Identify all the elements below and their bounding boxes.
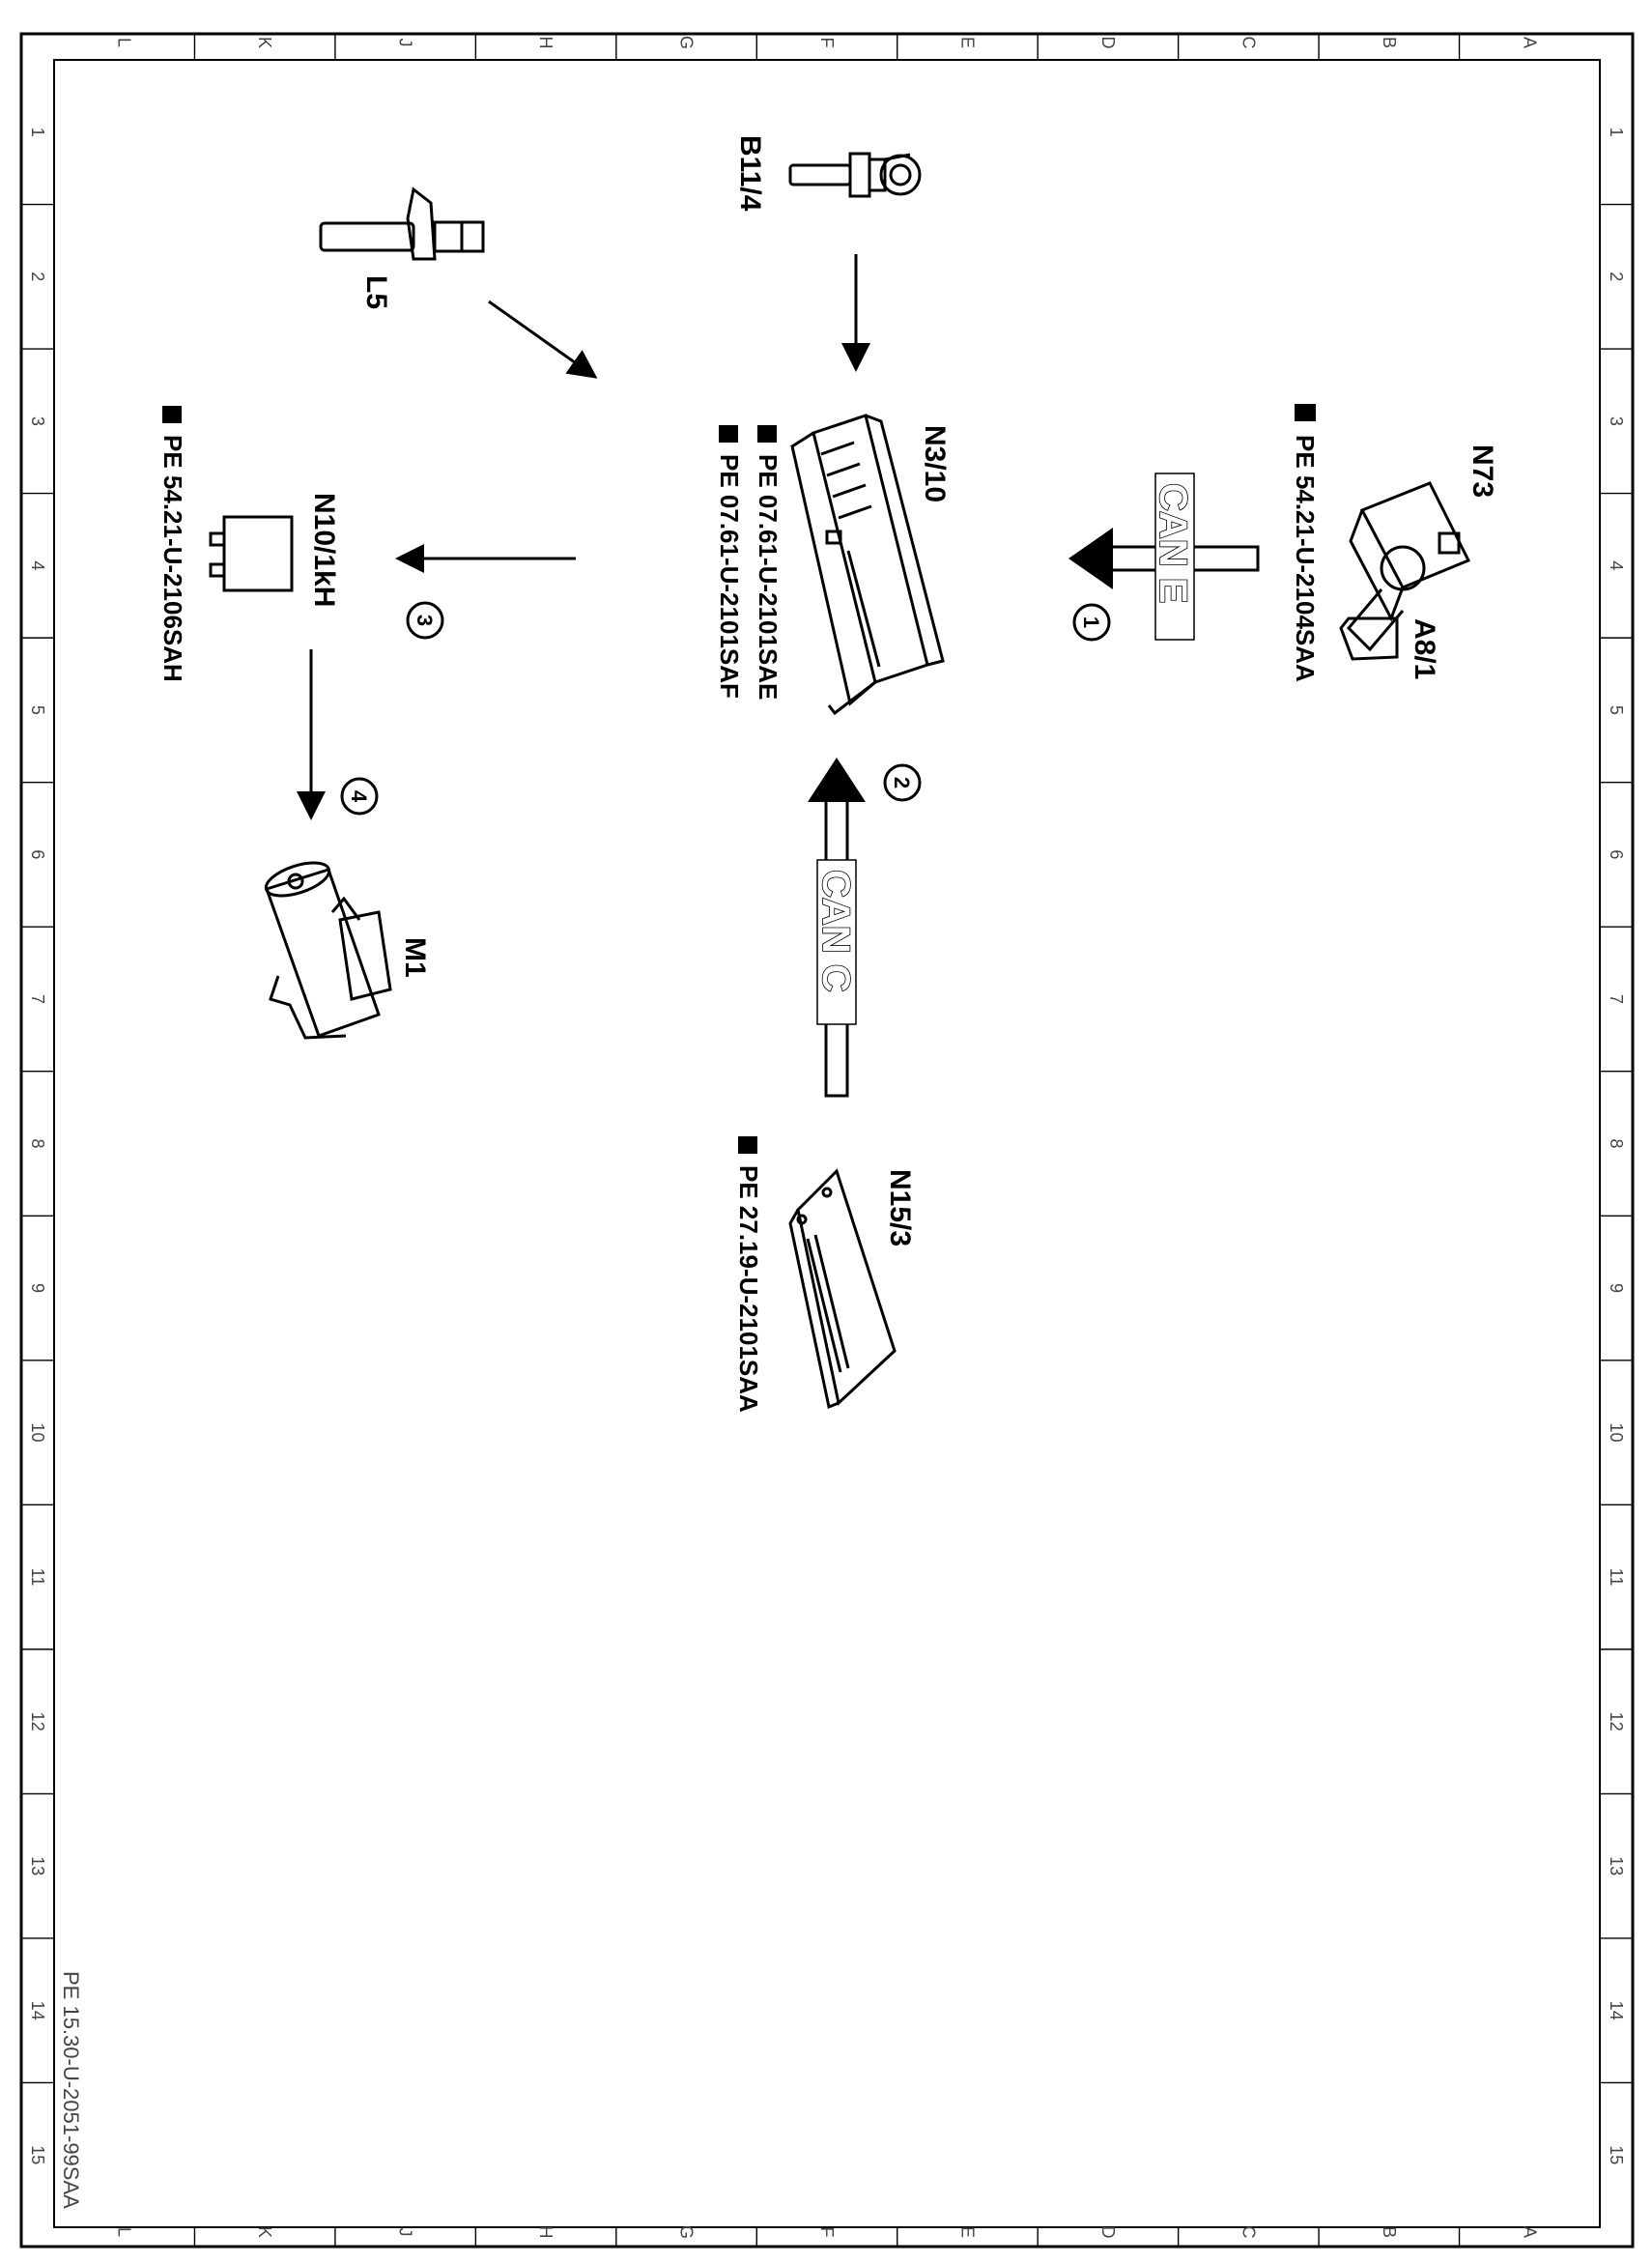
grid-column-label: J xyxy=(396,2228,415,2237)
grid-row-label: 2 xyxy=(28,272,47,281)
grid-row-label: 1 xyxy=(28,128,47,137)
grid-column-label: F xyxy=(817,38,837,48)
svg-text:3: 3 xyxy=(413,615,437,626)
grid-row-label: 6 xyxy=(1607,849,1626,859)
grid-row-label: 13 xyxy=(28,1856,47,1876)
grid-row-label: 3 xyxy=(28,416,47,426)
grid-column-label: B xyxy=(1380,2226,1399,2238)
ref-n73: PE 54.21-U-2104SAA xyxy=(1291,435,1320,682)
grid-column-label: L xyxy=(115,38,134,47)
grid-column-label: A xyxy=(1520,37,1539,48)
grid-column-label: E xyxy=(957,2226,977,2238)
grid-column-label: L xyxy=(115,2227,134,2237)
label-n15-3: N15/3 xyxy=(884,1169,916,1246)
pointer-hand-icon xyxy=(738,1136,757,1154)
label-n73: N73 xyxy=(1467,444,1498,498)
grid-row-label: 7 xyxy=(1607,994,1626,1004)
grid-row-label: 13 xyxy=(1607,1856,1626,1876)
grid-row-label: 2 xyxy=(1607,272,1626,281)
grid-column-label: F xyxy=(817,2227,837,2238)
label-b11-4: B11/4 xyxy=(734,135,766,212)
b11-4-sensor-icon xyxy=(788,152,922,198)
inner-frame xyxy=(53,59,1601,2228)
can-e-bus-arrow xyxy=(1068,473,1260,641)
ref-n15-3: PE 27.19-U-2101SAA xyxy=(734,1165,763,1413)
outer-frame xyxy=(19,32,1635,2249)
svg-text:2: 2 xyxy=(890,777,914,788)
grid-column-label: C xyxy=(1239,37,1258,49)
m1-starter-motor-icon xyxy=(264,861,392,1040)
grid-row-label: 4 xyxy=(28,560,47,570)
ref-n3-10-a: PE 07.61-U-2101SAE xyxy=(754,454,783,700)
svg-text:1: 1 xyxy=(1079,616,1103,628)
a8-1-key-icon xyxy=(1339,545,1426,661)
grid-column-label: K xyxy=(255,37,274,48)
grid-row-label: 9 xyxy=(28,1283,47,1293)
grid-lines xyxy=(21,34,1633,2247)
grid-row-label: 4 xyxy=(1607,560,1626,570)
n3-10-control-unit-icon xyxy=(790,414,945,716)
grid-row-label: 14 xyxy=(1607,2001,1626,2020)
arrow-l5-to-n3 xyxy=(488,300,598,379)
grid-column-label: J xyxy=(396,39,415,47)
grid-column-label: E xyxy=(957,37,977,48)
grid-column-label: D xyxy=(1098,2226,1118,2239)
grid-row-label: 12 xyxy=(1607,1712,1626,1732)
grid-row-label: 12 xyxy=(28,1712,47,1732)
ref-n10: PE 54.21-U-2106SAH xyxy=(158,435,187,682)
grid-column-label: H xyxy=(536,2226,555,2239)
pointer-hand-icon xyxy=(719,425,777,443)
grid-row-label: 1 xyxy=(1607,128,1626,137)
ref-n3-10-b: PE 07.61-U-2101SAF xyxy=(715,454,744,699)
grid-row-label: 5 xyxy=(28,705,47,715)
grid-column-label: C xyxy=(1239,2226,1258,2239)
l5-sensor-icon xyxy=(319,186,485,261)
grid-row-label: 9 xyxy=(1607,1283,1626,1293)
label-n3-10: N3/10 xyxy=(919,425,951,502)
n10-1kh-relay-icon xyxy=(209,515,294,592)
pointer-hand-icon xyxy=(162,406,182,423)
n15-3-control-unit-icon xyxy=(788,1168,897,1410)
grid-column-label: G xyxy=(677,2225,697,2239)
grid-row-label: 3 xyxy=(1607,416,1626,426)
step-marker-1: 1 xyxy=(1072,603,1111,642)
pointer-hand-icon xyxy=(1295,404,1316,421)
grid-row-label: 7 xyxy=(28,994,47,1004)
grid-row-label: 11 xyxy=(1607,1568,1626,1587)
grid-column-label: H xyxy=(536,37,555,49)
label-a8-1: A8/1 xyxy=(1409,618,1440,679)
can-e-label: CAN E xyxy=(1152,483,1194,603)
step-marker-3: 3 xyxy=(406,601,444,640)
can-c-bus-arrow xyxy=(808,758,866,1098)
grid-row-label: 6 xyxy=(28,849,47,859)
grid-row-label: 10 xyxy=(1607,1423,1626,1443)
label-l5: L5 xyxy=(360,275,392,309)
grid-row-label: 14 xyxy=(28,2001,47,2020)
svg-text:4: 4 xyxy=(347,790,371,803)
label-n10-1kh: N10/1kH xyxy=(308,493,340,607)
grid-row-label: 5 xyxy=(1607,705,1626,715)
step-marker-2: 2 xyxy=(883,763,922,802)
n73-ignition-switch-icon xyxy=(1349,481,1471,622)
label-m1: M1 xyxy=(399,937,431,978)
grid-row-label: 8 xyxy=(1607,1138,1626,1148)
grid-row-label: 10 xyxy=(28,1423,47,1443)
grid-row-label: 11 xyxy=(28,1568,47,1587)
step-marker-4: 4 xyxy=(340,777,379,816)
sheet-id: PE 15.30-U-2051-99SAA xyxy=(59,1971,83,2209)
grid-column-label: A xyxy=(1520,2226,1539,2238)
grid-column-label: G xyxy=(677,36,697,49)
grid-row-label: 15 xyxy=(28,2145,47,2164)
can-c-label: CAN C xyxy=(814,870,857,992)
grid-column-label: D xyxy=(1098,37,1118,49)
grid-column-label: K xyxy=(255,2226,274,2238)
grid-row-label: 8 xyxy=(28,1138,47,1148)
grid-column-label: B xyxy=(1380,37,1399,48)
grid-row-label: 15 xyxy=(1607,2145,1626,2164)
signal-arrows xyxy=(297,254,870,820)
